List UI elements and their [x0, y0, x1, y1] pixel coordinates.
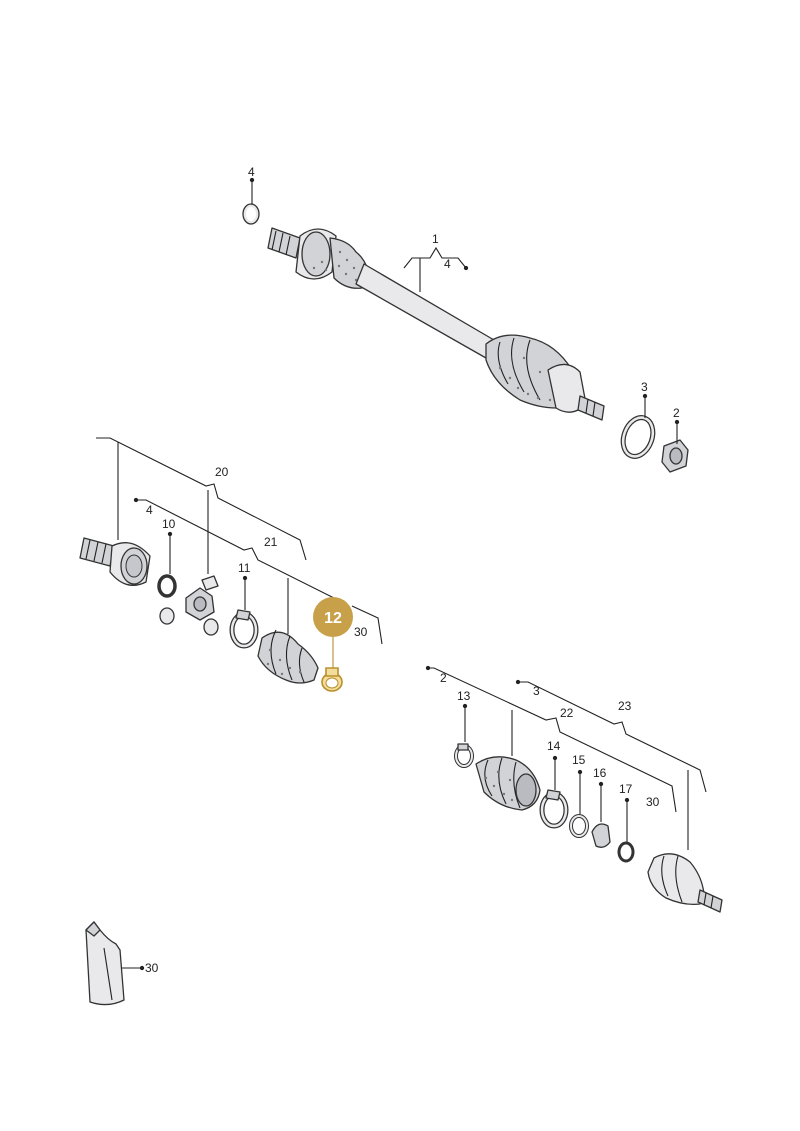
boot-outer[interactable]: [475, 756, 541, 811]
boot-inner[interactable]: [257, 629, 319, 684]
ring-part-15[interactable]: [569, 814, 589, 838]
label-2-lower: 2: [440, 671, 447, 685]
label-1: 1: [432, 232, 439, 246]
label-23: 23: [618, 699, 632, 713]
drive-shaft-assembly[interactable]: [267, 227, 605, 421]
clamp-part-13[interactable]: [454, 743, 474, 768]
label-3-lower: 3: [533, 684, 540, 698]
label-11: 11: [238, 561, 251, 575]
label-4-bracket: 4: [444, 257, 451, 271]
clamp-part-14[interactable]: [539, 789, 569, 829]
inner-joint-housing[interactable]: [79, 537, 151, 586]
label-30-left: 30: [354, 625, 368, 639]
ring-part-3[interactable]: [618, 413, 658, 460]
clamp-part-11[interactable]: [229, 609, 259, 649]
nut-part-2[interactable]: [661, 439, 689, 473]
circlip-part-4[interactable]: [242, 203, 260, 225]
label-17: 17: [619, 782, 633, 796]
label-13: 13: [457, 689, 471, 703]
label-4-top: 4: [248, 165, 255, 179]
label-2-right: 2: [673, 406, 680, 420]
circlip-part-17[interactable]: [617, 841, 635, 863]
label-3-right: 3: [641, 380, 648, 394]
label-16: 16: [593, 766, 607, 780]
label-4-left: 4: [146, 503, 153, 517]
ring-part-16[interactable]: [591, 823, 611, 848]
label-21: 21: [264, 535, 278, 549]
callout-label-12: 12: [324, 610, 342, 627]
callout-badge-12[interactable]: 12: [313, 597, 353, 637]
label-14: 14: [547, 739, 561, 753]
label-15: 15: [572, 753, 586, 767]
label-30-right: 30: [646, 795, 660, 809]
tripod-spider[interactable]: [159, 575, 219, 636]
label-20: 20: [215, 465, 229, 479]
circlip-part-10[interactable]: [157, 574, 177, 598]
outer-joint[interactable]: [647, 853, 723, 913]
label-22: 22: [560, 706, 574, 720]
label-30-grease: 30: [145, 961, 159, 975]
label-10: 10: [162, 517, 176, 531]
grease-tube[interactable]: [85, 921, 125, 1006]
clamp-part-12-highlighted[interactable]: [321, 667, 343, 692]
part-labels: 4 1 4 3 2 20 4 10 21 11 30 2 3 13 23 22 …: [145, 165, 680, 975]
